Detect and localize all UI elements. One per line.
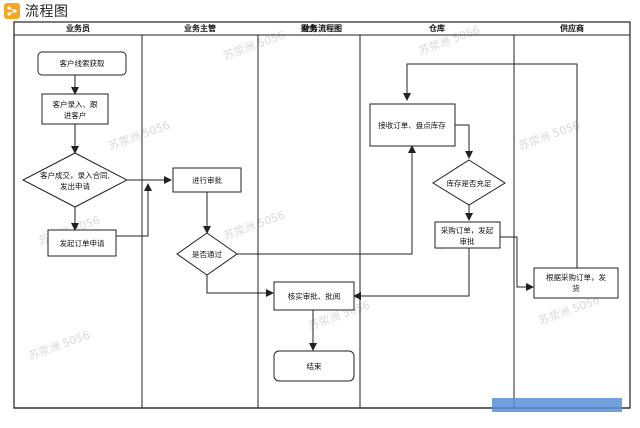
connector-arrow: [500, 236, 534, 291]
watermark-text: 苏荥洲 5056: [221, 28, 286, 63]
lane-header: 供应商: [559, 23, 584, 33]
node-label: 采购订单，发起: [441, 225, 494, 235]
app-header: 流程图: [0, 0, 640, 22]
node-label: 客户录入、跟: [53, 99, 98, 109]
flowchart-app-icon: [4, 3, 20, 19]
lane-header: 财务: [300, 23, 318, 33]
connector-arrow: [116, 183, 152, 237]
connector-arrow: [403, 63, 578, 269]
node-label: 库存是否充足: [447, 178, 492, 188]
node-finance-review: [273, 281, 355, 311]
node-label: 客户成交，录入合同,: [40, 170, 110, 180]
node-label: 根据采购订单，发: [546, 272, 606, 282]
node-stock-decision: [432, 159, 506, 206]
node-receive-order: [369, 103, 456, 147]
watermark-text: 苏荥洲 5056: [26, 328, 91, 363]
node-label: 进客户: [64, 110, 87, 120]
connector-arrow: [206, 268, 274, 297]
node-label: 核实审批、批阅: [288, 291, 341, 301]
node-order-request: [47, 229, 117, 257]
node-purchase-order: [434, 221, 501, 249]
node-label: 客户线索获取: [60, 58, 105, 68]
node-supplier-ship: [533, 267, 619, 299]
node-customer-lead: [37, 51, 127, 76]
watermark-text: 苏荥洲 5056: [416, 23, 481, 58]
swimlane-frame: [13, 21, 631, 409]
watermark-text: 苏荥洲 5056: [106, 118, 171, 153]
node-customer-entry: [41, 93, 109, 125]
node-label: 结束: [307, 361, 322, 371]
connectors: [71, 63, 578, 351]
node-label: 接收订单、盘点库存: [378, 120, 446, 130]
node-approval: [172, 167, 242, 193]
nodes: [21, 51, 619, 382]
lane-header: 业务主管: [184, 23, 216, 33]
watermark-text: 苏荥洲 5056: [221, 208, 286, 243]
lane-headers: 业务员 业务主管 财务 仓库 供应商: [66, 23, 584, 33]
watermark-text: 苏荥洲 5056: [516, 118, 581, 153]
lane-header: 业务员: [66, 23, 90, 33]
connector-arrow: [455, 124, 473, 159]
node-label: 货: [572, 283, 580, 293]
app-title: 流程图: [25, 4, 69, 20]
node-deal-decision: [21, 152, 129, 208]
node-label: 发起订单申请: [60, 238, 105, 248]
footer-watermark-bar: [492, 398, 622, 412]
node-labels: 客户线索获取 客户录入、跟 进客户 客户成交，录入合同, 发出申请 发起订单申请…: [40, 58, 606, 371]
node-label: 是否通过: [192, 249, 222, 259]
connector-arrow: [353, 248, 470, 300]
connector-arrow: [237, 145, 416, 255]
node-label: 进行审批: [192, 175, 222, 185]
diagram-title: 业务流程图: [302, 23, 342, 33]
node-label: 发出申请: [60, 181, 90, 191]
node-label: 审批: [460, 236, 475, 246]
node-end: [273, 350, 355, 382]
lane-header: 仓库: [428, 23, 445, 33]
node-pass-decision: [176, 232, 238, 276]
